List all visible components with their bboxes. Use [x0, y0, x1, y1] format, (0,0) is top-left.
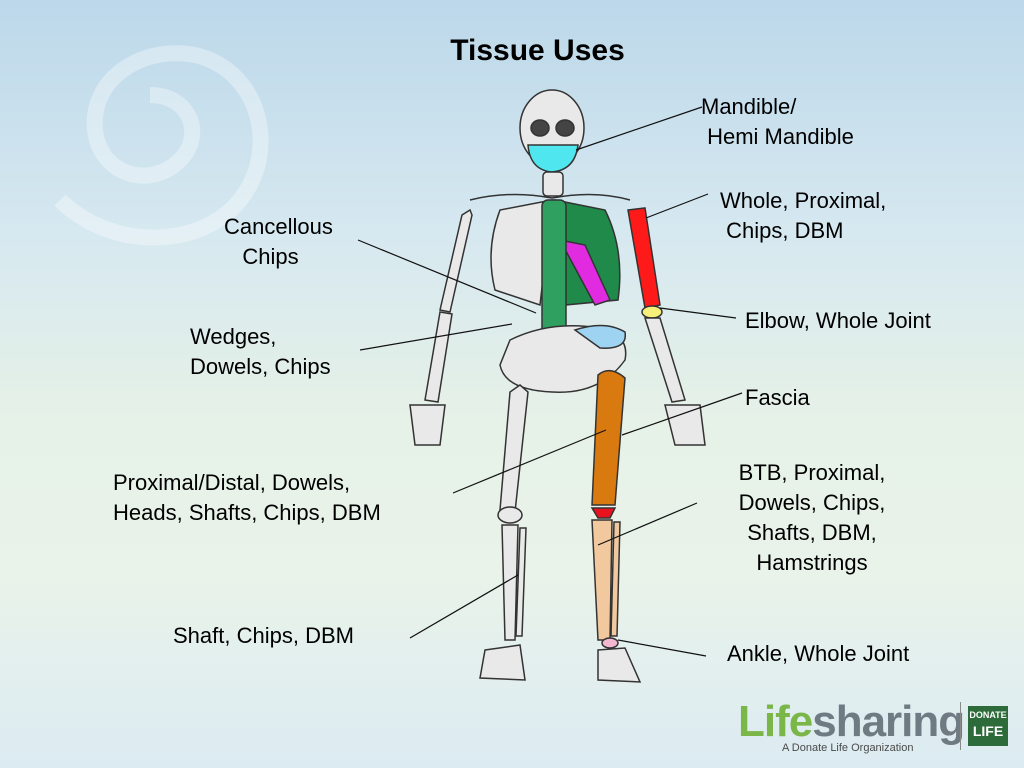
- label-tibia: BTB, Proximal, Dowels, Chips, Shafts, DB…: [738, 460, 886, 575]
- label-fibula: Shaft, Chips, DBM: [173, 623, 354, 648]
- leader-ankle: [617, 639, 707, 657]
- right-ankle: [601, 637, 619, 649]
- label-wedges: Wedges, Dowels, Chips: [190, 324, 331, 379]
- neck-vertebrae: [542, 171, 564, 197]
- eye-socket-left: [530, 119, 550, 137]
- right-elbow: [641, 305, 663, 319]
- clavicles: [469, 193, 631, 201]
- lifesharing-logo: Lifesharing A Donate Life Organization D…: [738, 698, 1018, 764]
- sternum: [558, 238, 612, 306]
- ilium-highlight: [573, 324, 627, 349]
- leader-fibula: [409, 574, 519, 639]
- leader-femur: [452, 429, 607, 494]
- label-elbow: Elbow, Whole Joint: [745, 308, 931, 333]
- mandible-bone: [527, 144, 579, 173]
- right-knee-highlight: [590, 507, 617, 519]
- label-mandible: Mandible/ Hemi Mandible: [701, 94, 854, 149]
- label-fascia: Fascia: [745, 385, 810, 410]
- right-foot: [597, 647, 642, 683]
- label-femur: Proximal/Distal, Dowels, Heads, Shafts, …: [113, 470, 381, 525]
- left-forearm: [424, 311, 453, 403]
- ribcage-left: [490, 199, 553, 307]
- right-hand: [664, 404, 706, 446]
- label-humerus: Whole, Proximal, Chips, DBM: [720, 188, 887, 243]
- logo-wordmark: Lifesharing: [738, 697, 965, 746]
- leader-humerus: [645, 193, 709, 219]
- right-femur: [591, 369, 626, 506]
- spine: [541, 199, 567, 341]
- label-cancellous: Cancellous Chips: [224, 214, 333, 269]
- right-humerus: [627, 207, 661, 309]
- right-tibia: [591, 519, 613, 641]
- leader-elbow: [659, 307, 737, 319]
- leader-tibia: [597, 502, 698, 546]
- left-humerus: [439, 208, 473, 313]
- left-hand: [409, 404, 446, 446]
- page-title: Tissue Uses: [450, 34, 625, 67]
- left-foot: [479, 644, 526, 681]
- left-fibula: [515, 527, 527, 637]
- left-femur: [499, 384, 529, 513]
- leader-wedges: [359, 323, 513, 351]
- background-swirl: [54, 45, 269, 246]
- leader-fascia: [621, 392, 743, 436]
- left-tibia: [501, 524, 519, 641]
- logo-divider: [960, 702, 961, 750]
- left-knee: [497, 506, 523, 524]
- right-forearm: [643, 317, 686, 403]
- label-ankle: Ankle, Whole Joint: [727, 641, 910, 666]
- leader-mandible: [575, 106, 703, 151]
- eye-socket-right: [555, 119, 575, 137]
- right-fibula: [610, 521, 621, 637]
- leader-cancellous: [357, 239, 537, 314]
- logo-tagline: A Donate Life Organization: [782, 742, 914, 754]
